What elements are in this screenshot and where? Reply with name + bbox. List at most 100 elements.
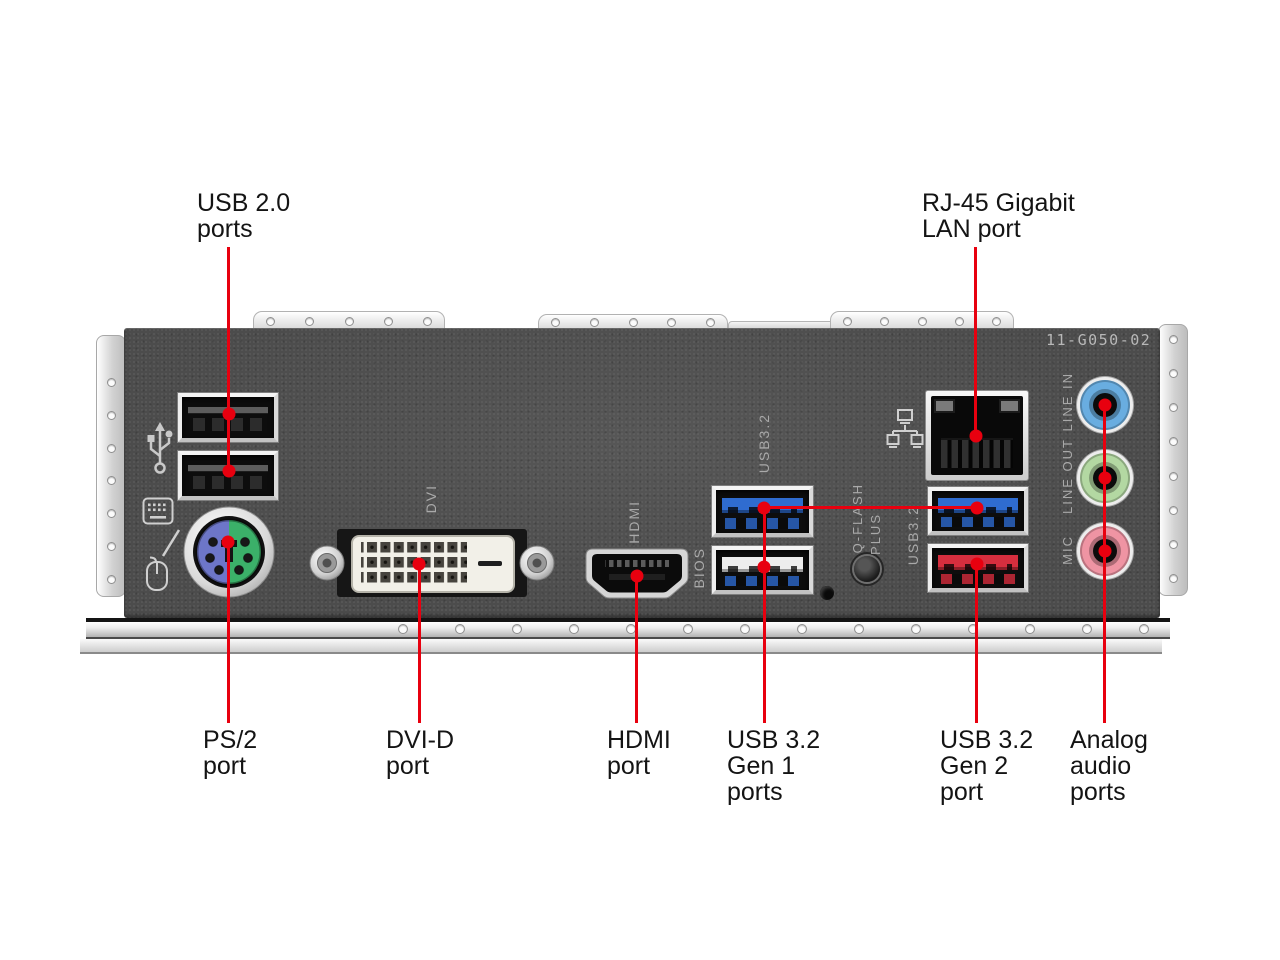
screw-hole [569,624,579,634]
dvi-port [309,529,555,597]
screw-hole [628,318,638,327]
screw-hole [344,316,354,326]
callout-line-gen2 [975,563,978,723]
screw-hole [992,316,1001,326]
screw-hole [106,410,116,420]
screw-hole [512,624,522,634]
callout-dot [970,501,984,515]
lan-port-inner [931,396,1023,475]
screw-hole [954,316,964,326]
screw-hole [880,316,890,326]
screw-hole [305,316,315,326]
lan-port [925,390,1029,481]
callout-line-gen1 [763,507,766,723]
lan-network-icon [886,409,924,448]
usb-trident-icon [147,422,173,474]
callout-lan-label: RJ-45 Gigabit LAN port [922,189,1075,243]
screw-hole [423,316,432,326]
screw-hole [398,624,408,634]
callout-line-lan [974,247,977,437]
callout-ps2-label: PS/2 port [203,726,258,780]
slash-icon [161,529,181,557]
screw-hole [667,318,677,327]
usb32-right-panel-label: USB3.2 [905,505,921,566]
callout-gen2-label: USB 3.2 Gen 2 port [940,726,1034,806]
screw-hole [1168,505,1178,515]
line-in-panel-label: LINE IN [1060,372,1075,432]
bios-panel-label: BIOS [691,547,707,589]
callout-usb20-label: USB 2.0 ports [197,189,291,243]
usb3-teeth [941,517,1015,528]
callout-dot [969,429,983,443]
screw-hole [854,624,864,634]
screw-hole [106,443,116,453]
callout-audio-label: Analog audio ports [1070,726,1148,806]
callout-dot [222,407,236,421]
bracket-tab [830,311,1014,330]
callout-dot [412,557,426,571]
screw-hole [1168,573,1178,583]
screw-dot [820,586,834,600]
callout-line-gen1-horizontal [763,506,979,509]
callout-dot [1098,544,1112,558]
screw-hole [589,318,599,327]
qflash-panel-label-line2: PLUS [868,513,883,555]
screw-hole [1025,624,1035,634]
keyboard-icon [142,497,174,525]
screw-hole [1168,335,1178,344]
bracket-tab [253,311,445,330]
usb3-gen1-port-bios [712,546,813,594]
callout-dot [630,569,644,583]
part-number: 11-G050-02 [1046,331,1152,349]
screw-hole [106,509,116,519]
callout-gen1-label: USB 3.2 Gen 1 ports [727,726,821,806]
callout-dot [1098,398,1112,412]
lan-pin-comb [941,438,1013,468]
screw-hole [1082,624,1092,634]
qflash-plus-button [854,556,880,582]
screw-hole [797,624,807,634]
mic-panel-label: MIC [1060,535,1075,565]
screw-hole [106,378,116,387]
screw-hole [1139,624,1149,634]
dvi-panel-label: DVI [423,484,439,514]
callout-dot [222,464,236,478]
screw-hole [843,316,852,326]
callout-line-usb20 [227,247,230,472]
qflash-panel-label-line1: Q-FLASH [850,483,865,554]
bracket-strip-right [1158,324,1188,596]
lan-led-right [999,399,1020,413]
screw-hole [740,624,750,634]
screw-hole [1168,539,1178,549]
screw-hole [455,624,465,634]
callout-hdmi-label: HDMI port [607,726,671,780]
bracket-flange [86,618,1170,639]
callout-dvid-label: DVI-D port [386,726,455,780]
screw-hole [911,624,921,634]
usb2-contacts [193,475,263,490]
callout-dot [221,535,235,549]
bracket-strip-left [96,335,126,597]
screw-hole [683,624,693,634]
usb3-teeth [725,517,800,530]
callout-dot [1098,471,1112,485]
callout-line-audio [1103,404,1106,723]
mouse-icon [146,556,168,591]
screw-hole [1168,403,1178,413]
line-out-panel-label: LINE OUT [1060,438,1075,514]
usb3-teeth [725,576,800,587]
screw-hole [106,574,116,584]
screw-hole [1168,437,1178,447]
screw-hole [383,316,393,326]
callout-line-dvi [418,563,421,723]
screw-hole [266,316,275,326]
callout-dot [970,557,984,571]
bracket-tab [538,314,728,330]
callout-dot [757,501,771,515]
screw-hole [1168,471,1178,481]
hdmi-panel-label: HDMI [626,500,642,544]
lan-led-left [934,399,955,413]
bracket-flange-lip [80,639,1162,654]
screw-hole [1168,369,1178,379]
